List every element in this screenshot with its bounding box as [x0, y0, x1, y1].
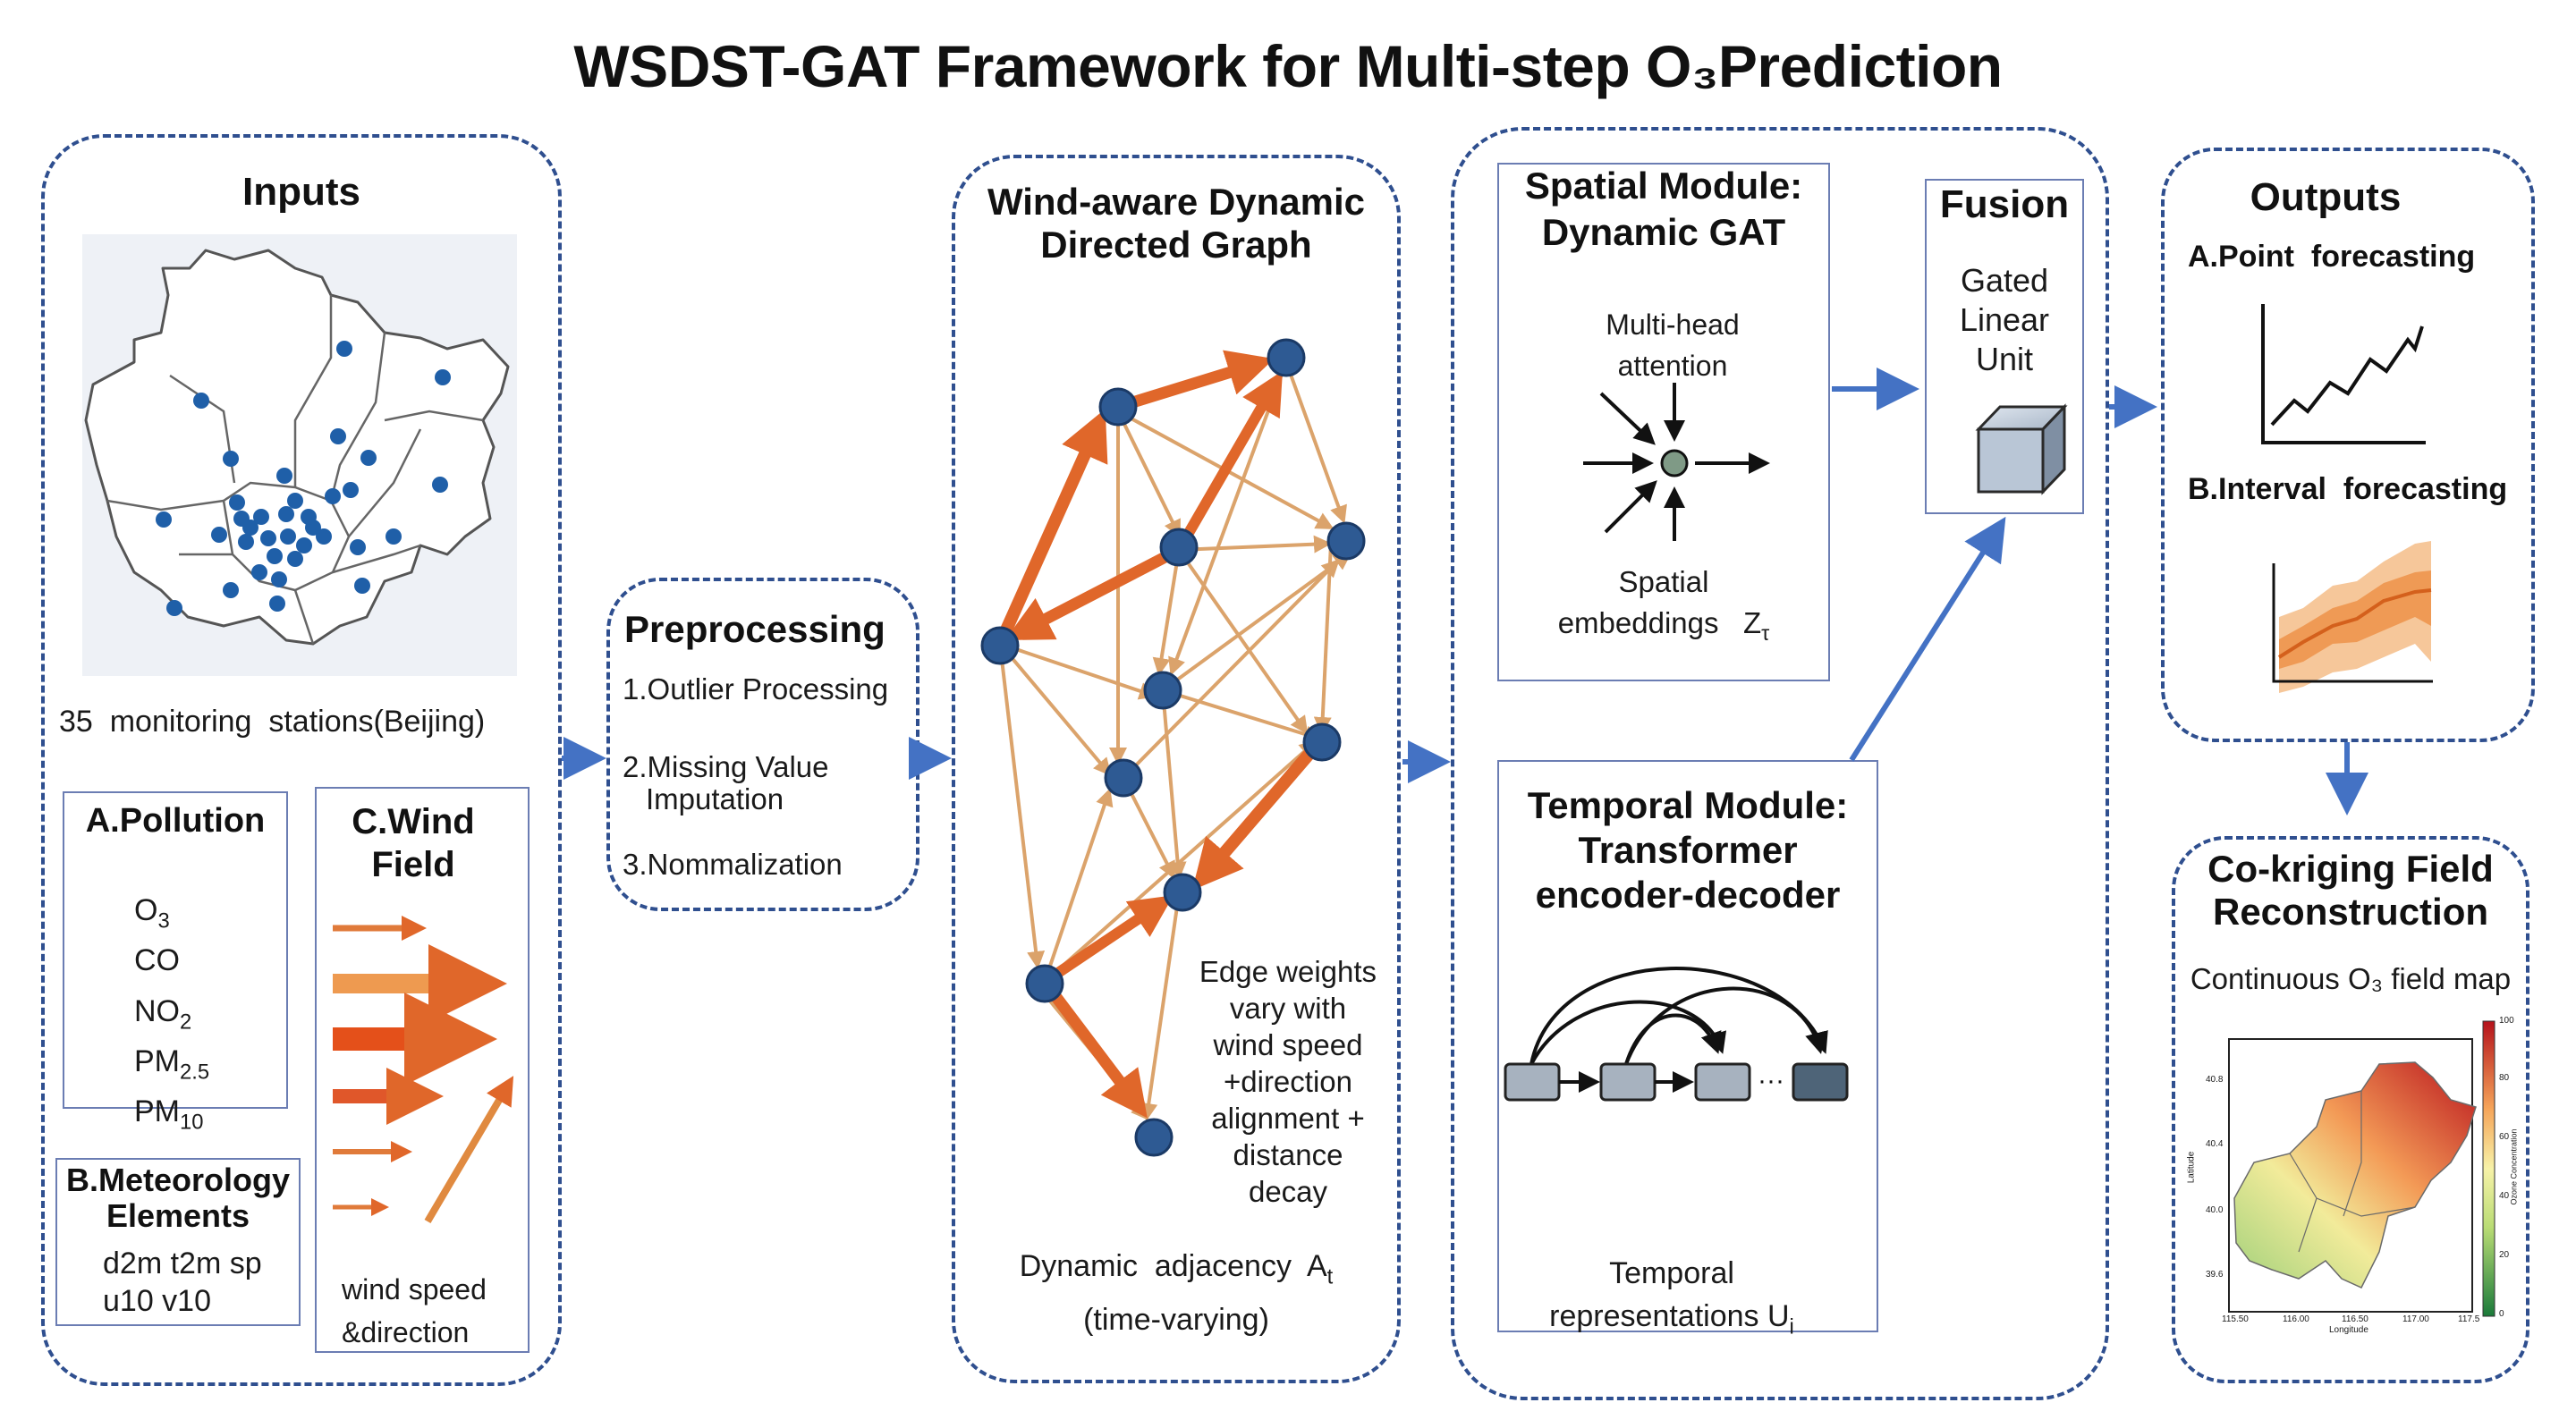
pollutant-pm25: PM2.5 [134, 1044, 210, 1085]
transformer-glyph: ··· [1504, 967, 1849, 1102]
outputs-heading: Outputs [2250, 175, 2402, 219]
preprocessing-step-3: 3.Nommalization [623, 848, 843, 881]
graph-panel [952, 155, 1401, 1383]
map-caption: 35 monitoring stations(Beijing) [59, 705, 486, 739]
page-title: WSDST-GAT Framework for Multi-step O₃Pre… [573, 33, 2003, 99]
colorbar-tick: 60 [2499, 1132, 2510, 1142]
pollutant-list: O3 CO NO2 PM2.5 PM10 [134, 891, 209, 1143]
colorbar-tick: 40 [2499, 1191, 2510, 1201]
flow-arrows [562, 368, 2368, 815]
spatial-embeddings-label: Spatial embeddings Zτ [1557, 565, 1770, 646]
pollution-heading: A.Pollution [85, 802, 266, 840]
pollutant-no2: NO2 [134, 993, 192, 1034]
interval-forecast-plot [2272, 541, 2433, 693]
directed-graph [980, 338, 1366, 1157]
cokriging-panel [2172, 836, 2529, 1383]
o3-field-map [2228, 1020, 2496, 1317]
attention-glyph [1583, 383, 1770, 541]
colorbar-label: Ozone Concentration [2509, 1128, 2519, 1205]
inputs-heading: Inputs [242, 170, 360, 214]
point-forecast-plot [2261, 304, 2426, 444]
beijing-station-map [82, 234, 517, 676]
adjacency-caption: Dynamic adjacency At (time-varying) [1019, 1249, 1334, 1338]
map-xtick: 117.5 [2458, 1314, 2480, 1324]
map-ylabel: Latitude [2186, 1151, 2197, 1184]
pollution-box [63, 791, 288, 1109]
map-xtick: 116.50 [2342, 1314, 2368, 1324]
preprocessing-heading: Preprocessing [624, 608, 886, 650]
graph-heading: Wind-aware Dynamic Directed Graph [987, 181, 1366, 266]
map-ytick: 40.8 [2206, 1075, 2224, 1085]
map-ytick: 40.4 [2206, 1139, 2224, 1149]
attention-label: Multi-head attention [1606, 308, 1740, 382]
o3-field-caption: Continuous O₃ field map [2190, 962, 2512, 995]
gated-linear-unit-label: Gated Linear Unit [1959, 262, 2050, 377]
cokriging-heading: Co-kriging Field Reconstruction [2207, 848, 2494, 933]
map-ytick: 39.6 [2206, 1270, 2224, 1280]
interval-forecasting-label: B.Interval forecasting [2188, 472, 2508, 506]
wind-field-caption: wind speed &direction [342, 1273, 487, 1348]
fusion-heading: Fusion [1939, 182, 2070, 226]
preprocessing-step-2: 2.Missing Value Imputation [623, 750, 829, 815]
map-ytick: 40.0 [2206, 1205, 2224, 1215]
map-xlabel: Longitude [2329, 1325, 2368, 1335]
spatial-module-heading: Spatial Module: Dynamic GAT [1524, 165, 1803, 253]
colorbar-tick: 0 [2499, 1309, 2504, 1319]
wind-field-arrows [333, 916, 514, 1224]
cube-icon [1975, 403, 2068, 495]
map-xtick: 115.50 [2222, 1314, 2249, 1324]
map-xtick: 116.00 [2283, 1314, 2309, 1324]
meteorology-variables: d2m t2m sp u10 v10 [103, 1246, 262, 1318]
meteorology-heading: B.Meteorology Elements [65, 1162, 290, 1234]
svg-text:···: ··· [1758, 1066, 1784, 1095]
colorbar-tick: 20 [2499, 1250, 2510, 1260]
outputs-panel [2161, 148, 2535, 742]
map-xtick: 117.00 [2402, 1314, 2429, 1324]
preprocessing-step-1: 1.Outlier Processing [623, 672, 889, 706]
temporal-representations-label: Temporal representations Ui [1549, 1256, 1794, 1339]
edge-weight-note: Edge weights vary with wind speed +direc… [1199, 955, 1377, 1208]
model-panel [1451, 127, 2109, 1400]
pollutant-pm10: PM10 [134, 1094, 204, 1135]
pollutant-o3: O3 [134, 893, 170, 934]
point-forecasting-label: A.Point forecasting [2188, 240, 2476, 274]
pollutant-co: CO [134, 943, 180, 978]
meteorology-box [55, 1158, 301, 1326]
temporal-module-heading: Temporal Module: Transformer encoder-dec… [1527, 784, 1849, 916]
colorbar-tick: 100 [2499, 1016, 2514, 1026]
colorbar-tick: 80 [2499, 1073, 2510, 1083]
wind-field-heading: C.Wind Field [352, 802, 475, 884]
inputs-panel [41, 134, 562, 1386]
